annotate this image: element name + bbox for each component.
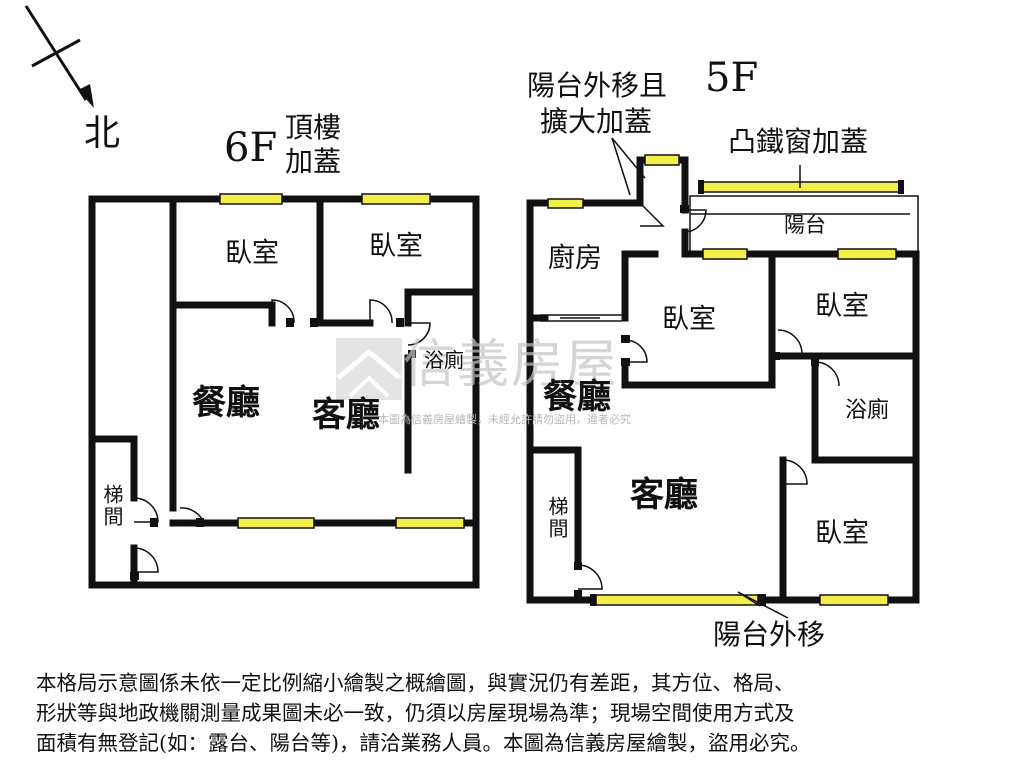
5f-balcony: 陽台 xyxy=(784,213,826,237)
5f-bedroom-right: 臥室 xyxy=(815,291,869,322)
watermark-logo-icon xyxy=(336,338,402,400)
5f-bedroom-lower: 臥室 xyxy=(815,518,869,549)
5f-floor-label: 5F xyxy=(705,55,759,101)
5f-leader-lines xyxy=(611,137,801,619)
north-arrow-icon xyxy=(24,5,94,108)
6f-stairwell: 梯間 xyxy=(100,484,124,528)
6f-note-line1: 頂樓 xyxy=(285,111,342,144)
6f-note-line2: 加蓋 xyxy=(285,145,342,178)
5f-window-caps xyxy=(590,180,904,606)
6f-door-jambs xyxy=(130,318,416,580)
5f-note-balcony-line1: 陽台外移且 xyxy=(527,69,668,102)
5f-kitchen: 廚房 xyxy=(548,243,602,274)
watermark-small-text: 本圖為信義房屋繪製，未經允許請勿盜用，違者必究 xyxy=(378,413,631,426)
6f-bedroom-right: 臥室 xyxy=(369,231,423,262)
6f-windows xyxy=(219,193,465,529)
6f-living: 客廳 xyxy=(312,395,380,435)
5f-living: 客廳 xyxy=(630,475,698,515)
5f-bay-window-frame xyxy=(689,195,919,255)
disclaimer-line-2: 形狀等與地政機關測量成果圖未必一致，仍須以房屋現場為準；現場空間使用方式及 xyxy=(36,701,795,725)
5f-dining: 餐廳 xyxy=(543,377,611,417)
5f-note-balcony-line2: 擴大加蓋 xyxy=(540,105,653,138)
6f-bedroom-left: 臥室 xyxy=(225,238,279,269)
5f-windows xyxy=(547,154,903,606)
6f-walls xyxy=(88,195,480,589)
6f-dining: 餐廳 xyxy=(192,383,260,423)
5f-stairwell: 梯間 xyxy=(545,496,569,540)
5f-bedroom-center: 臥室 xyxy=(662,304,716,335)
5f-note-bay-window: 凸鐵窗加蓋 xyxy=(728,125,869,158)
5f-note-bottom: 陽台外移 xyxy=(713,618,826,651)
5f-doors xyxy=(577,202,840,590)
6f-bathroom: 浴廁 xyxy=(424,348,464,372)
5f-sliding-door xyxy=(540,314,622,322)
disclaimer-text: 本格局示意圖係未依一定比例縮小繪製之概繪圖，與實況仍有差距，其方位、格局、 形狀… xyxy=(36,668,1006,758)
compass-label: 北 xyxy=(84,113,121,154)
5f-door-jambs xyxy=(574,205,819,598)
disclaimer-line-1: 本格局示意圖係未依一定比例縮小繪製之概繪圖，與實況仍有差距，其方位、格局、 xyxy=(36,671,795,695)
6f-floor-label: 6F xyxy=(224,125,278,171)
5f-bathroom: 浴廁 xyxy=(845,398,890,423)
watermark-brand: 信義房屋 xyxy=(403,335,620,395)
disclaimer-line-3: 面積有無登記(如：露台、陽台等)，請洽業務人員。本圖為信義房屋繪製，盜用必究。 xyxy=(36,731,811,755)
